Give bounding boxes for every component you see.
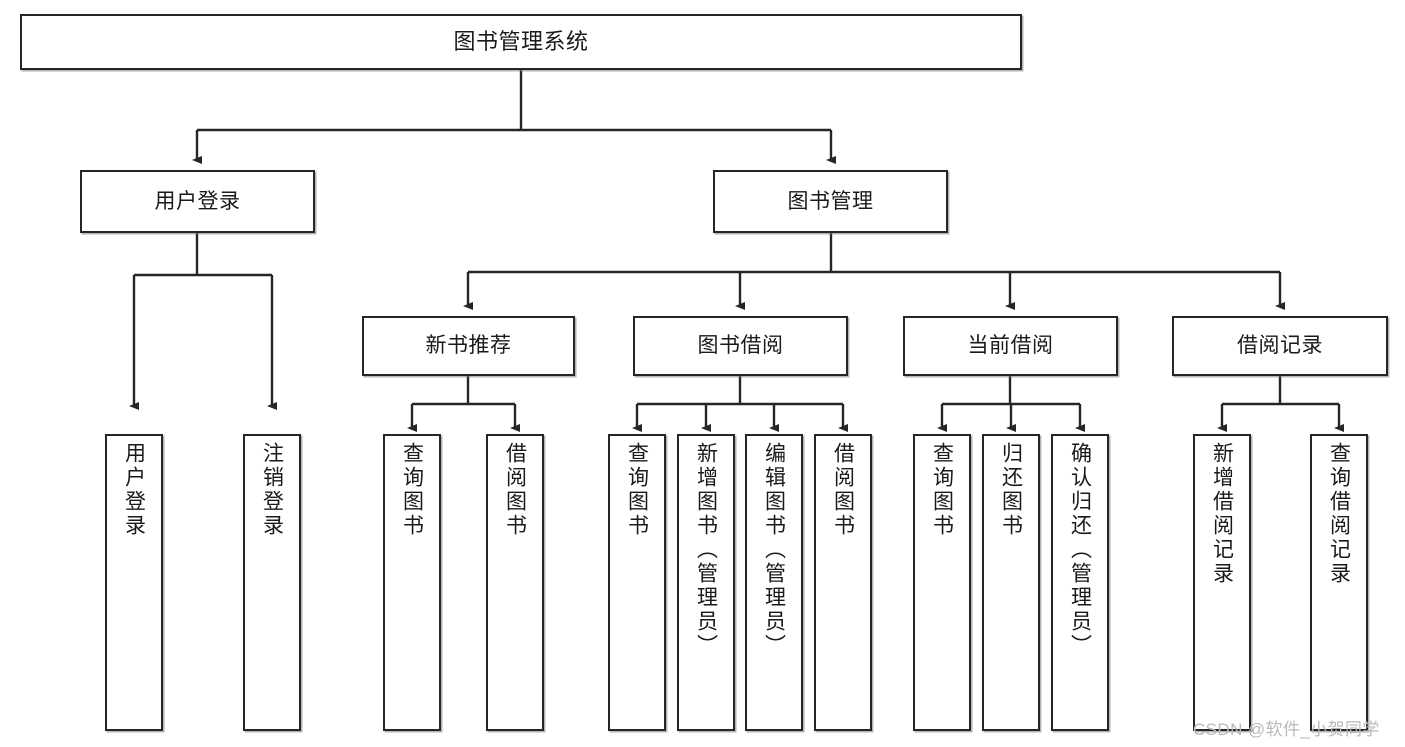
node-book-manage[interactable]: 图书管理 <box>713 170 948 233</box>
node-borrow-record[interactable]: 借阅记录 <box>1172 316 1388 376</box>
node-label: 新书推荐 <box>425 334 512 358</box>
node-label: 借阅记录 <box>1237 334 1323 358</box>
node-label: 查询图书 <box>400 442 424 538</box>
node-user-login[interactable]: 用户登录 <box>80 170 315 233</box>
node-label: 新增借阅记录 <box>1210 442 1234 586</box>
node-leaf-user-login[interactable]: 用户登录 <box>105 434 163 731</box>
node-label: 注销登录 <box>260 442 284 538</box>
node-leaf-borrow-book-2[interactable]: 借阅图书 <box>814 434 872 731</box>
node-label: 新增图书（管理员） <box>694 442 718 658</box>
node-current-borrow[interactable]: 当前借阅 <box>903 316 1118 376</box>
node-label: 借阅图书 <box>503 442 527 538</box>
node-label: 查询借阅记录 <box>1327 442 1351 586</box>
node-leaf-query-book-2[interactable]: 查询图书 <box>608 434 666 731</box>
node-label: 图书管理 <box>787 189 874 213</box>
node-label: 用户登录 <box>154 189 241 213</box>
node-label: 查询图书 <box>625 442 649 538</box>
node-leaf-logout-login[interactable]: 注销登录 <box>243 434 301 731</box>
node-label: 借阅图书 <box>831 442 855 538</box>
node-leaf-return-book[interactable]: 归还图书 <box>982 434 1040 731</box>
node-leaf-confirm-return[interactable]: 确认归还（管理员） <box>1051 434 1109 731</box>
node-leaf-add-book[interactable]: 新增图书（管理员） <box>677 434 735 731</box>
node-label: 图书管理系统 <box>453 28 589 54</box>
node-leaf-borrow-book-1[interactable]: 借阅图书 <box>486 434 544 731</box>
node-label: 归还图书 <box>999 442 1023 538</box>
node-label: 图书借阅 <box>697 334 784 358</box>
node-label: 确认归还（管理员） <box>1068 442 1092 658</box>
node-new-book-recommend[interactable]: 新书推荐 <box>362 316 575 376</box>
node-label: 编辑图书（管理员） <box>762 442 786 658</box>
node-book-management-system[interactable]: 图书管理系统 <box>20 14 1022 70</box>
node-leaf-query-book-1[interactable]: 查询图书 <box>383 434 441 731</box>
node-leaf-query-book-3[interactable]: 查询图书 <box>913 434 971 731</box>
node-label: 查询图书 <box>930 442 954 538</box>
node-leaf-add-record[interactable]: 新增借阅记录 <box>1193 434 1251 731</box>
node-leaf-edit-book[interactable]: 编辑图书（管理员） <box>745 434 803 731</box>
node-label: 当前借阅 <box>967 334 1054 358</box>
csdn-watermark: CSDN @软件_小贺同学 <box>1193 720 1380 739</box>
node-label: 用户登录 <box>122 442 146 538</box>
node-leaf-query-record[interactable]: 查询借阅记录 <box>1310 434 1368 731</box>
node-book-borrow[interactable]: 图书借阅 <box>633 316 848 376</box>
